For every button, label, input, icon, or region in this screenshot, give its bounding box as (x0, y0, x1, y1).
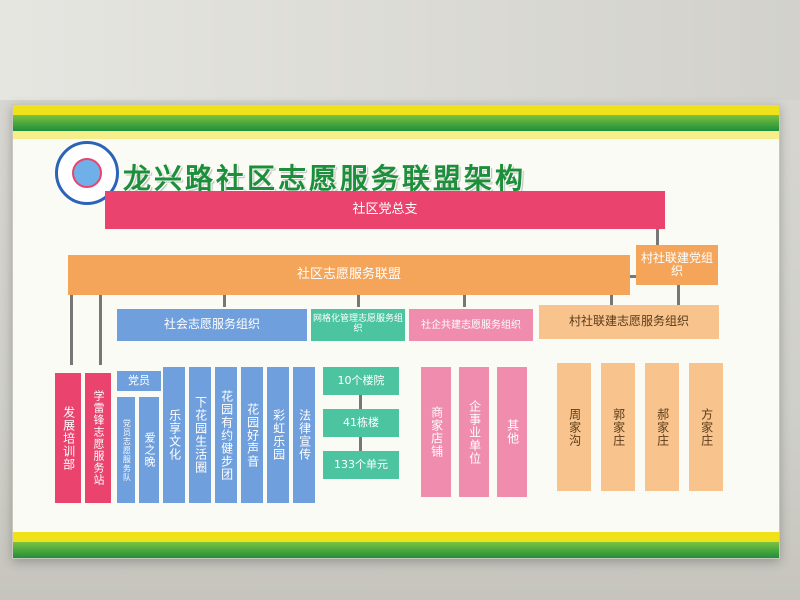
connector-line (223, 295, 226, 307)
haojiazhuang-column: 郝家庄 (645, 363, 679, 491)
law-column: 法律宣传 (293, 367, 315, 503)
party-member-team-column: 党员志愿服务队 (117, 397, 135, 503)
bottom-yellow-band (13, 532, 779, 542)
village-group-box: 村社联建志愿服务组织 (539, 305, 719, 339)
top-yellow-band (13, 105, 779, 115)
volunteer-alliance-box: 社区志愿服务联盟 (68, 255, 630, 295)
others-column: 其他 (497, 367, 527, 497)
top-light-band (13, 131, 779, 139)
connector-line (677, 285, 680, 305)
good-voice-column: 花园好声音 (241, 367, 263, 503)
connector-line (610, 295, 613, 307)
wall (0, 0, 800, 100)
connector-line (463, 295, 466, 307)
grid-group-box: 网格化管理志愿服务组织 (311, 309, 405, 341)
institutions-column: 企事业单位 (459, 367, 489, 497)
village-party-box: 村社联建党组织 (636, 245, 718, 285)
garden-life-column: 下花园生活圈 (189, 367, 211, 503)
walking-team-column: 花园有约健步团 (215, 367, 237, 503)
top-green-band (13, 115, 779, 131)
grid-step-courtyards: 10个楼院 (323, 367, 399, 395)
poster: 龙兴路社区志愿服务联盟架构 社区党总支 村社联建党组织 社区志愿服务联盟 社会志… (12, 104, 780, 559)
connector-line (70, 295, 73, 365)
culture-column: 乐享文化 (163, 367, 185, 503)
bottom-green-band (13, 542, 779, 558)
connector-line (99, 295, 102, 365)
enterprise-group-box: 社企共建志愿服务组织 (409, 309, 533, 341)
connector-line (359, 437, 362, 451)
grid-step-buildings: 41栋楼 (323, 409, 399, 437)
connector-line (357, 295, 360, 307)
party-branch-box: 社区党总支 (105, 191, 665, 229)
poster-title: 龙兴路社区志愿服务联盟架构 (123, 162, 527, 195)
grid-step-units: 133个单元 (323, 451, 399, 479)
zhoujiagou-column: 周家沟 (557, 363, 591, 491)
aizhiwan-column: 爱之晚 (139, 397, 159, 503)
connector-line (630, 275, 636, 278)
fangjiazhuang-column: 方家庄 (689, 363, 723, 491)
community-emblem (55, 141, 119, 205)
rainbow-column: 彩虹乐园 (267, 367, 289, 503)
connector-line (656, 229, 659, 245)
emblem-center (72, 158, 102, 188)
guojiazhuang-column: 郭家庄 (601, 363, 635, 491)
leifeng-column: 学雷锋志愿服务站 (85, 373, 111, 503)
connector-line (359, 395, 362, 409)
social-group-box: 社会志愿服务组织 (117, 309, 307, 341)
training-column: 发展培训部 (55, 373, 81, 503)
shops-column: 商家店铺 (421, 367, 451, 497)
party-member-box: 党员 (117, 371, 161, 391)
